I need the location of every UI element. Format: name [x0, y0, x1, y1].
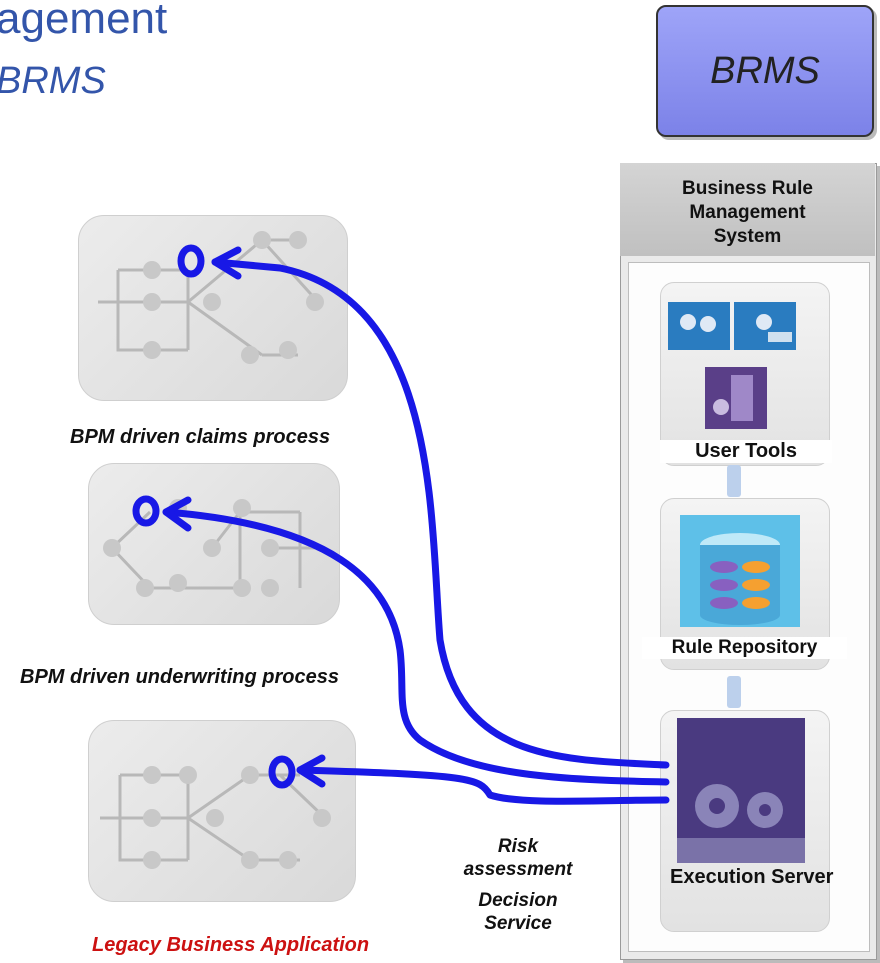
- process-node: [143, 341, 161, 359]
- process-node: [241, 346, 259, 364]
- process-node: [143, 261, 161, 279]
- highlight-ring: [177, 244, 205, 278]
- user-tools-icon: [668, 302, 798, 352]
- arrow-to-underwriting: [162, 508, 670, 786]
- decision-service-line: Service: [484, 913, 552, 934]
- process-node: [306, 293, 324, 311]
- brms-panel-heading: Business Rule Management System: [620, 163, 875, 256]
- connector-arrow-icon: [727, 465, 741, 497]
- server-icon: [705, 367, 767, 429]
- underwriting-process-caption: BPM driven underwriting process: [20, 666, 339, 688]
- user-tools-label: User Tools: [660, 440, 832, 463]
- arrow-to-claims: [211, 258, 670, 769]
- decision-service-line: Decision: [478, 890, 558, 911]
- process-node: [241, 851, 259, 869]
- flow-line: [110, 510, 315, 590]
- brms-box: BRMS: [656, 5, 874, 137]
- process-node: [279, 341, 297, 359]
- claims-process-caption: BPM driven claims process: [70, 426, 331, 448]
- legacy-application-caption: Legacy Business Application: [92, 934, 370, 956]
- process-node: [233, 499, 251, 517]
- arrow-to-underwriting-head: [162, 496, 192, 532]
- arrow-to-legacy: [296, 766, 670, 805]
- gears-icon: [677, 718, 805, 863]
- decision-service-line: Risk: [497, 836, 539, 857]
- decision-service-label: Risk assessment Decision Service: [448, 835, 588, 935]
- brms-panel-heading-text: Business Rule Management System: [682, 178, 813, 247]
- decision-service-line: assessment: [463, 859, 573, 880]
- brms-label: BRMS: [710, 49, 820, 92]
- process-node: [279, 851, 297, 869]
- process-node: [136, 579, 154, 597]
- rule-repository-label: Rule Repository: [642, 637, 847, 659]
- process-node: [169, 574, 187, 592]
- process-node: [143, 851, 161, 869]
- process-node: [241, 766, 259, 784]
- process-node: [203, 293, 221, 311]
- process-node: [143, 293, 161, 311]
- execution-server-label: Execution Server: [670, 866, 834, 888]
- process-node: [206, 809, 224, 827]
- connector-arrow-icon: [727, 676, 741, 708]
- process-node: [289, 231, 307, 249]
- process-node: [261, 539, 279, 557]
- highlight-ring: [268, 755, 296, 789]
- process-node: [103, 539, 121, 557]
- legacy-application-diagram: [88, 720, 356, 902]
- process-node: [313, 809, 331, 827]
- process-node: [233, 579, 251, 597]
- highlight-ring: [132, 495, 160, 527]
- process-node: [143, 809, 161, 827]
- database-icon: [680, 515, 800, 627]
- process-node: [261, 579, 279, 597]
- process-node: [143, 766, 161, 784]
- page-subtitle: BRMS: [0, 60, 106, 102]
- process-node: [179, 766, 197, 784]
- process-node: [253, 231, 271, 249]
- arrow-to-claims-head: [211, 246, 242, 280]
- page-title: agement: [0, 0, 168, 43]
- arrow-to-legacy-head: [296, 754, 326, 788]
- process-node: [203, 539, 221, 557]
